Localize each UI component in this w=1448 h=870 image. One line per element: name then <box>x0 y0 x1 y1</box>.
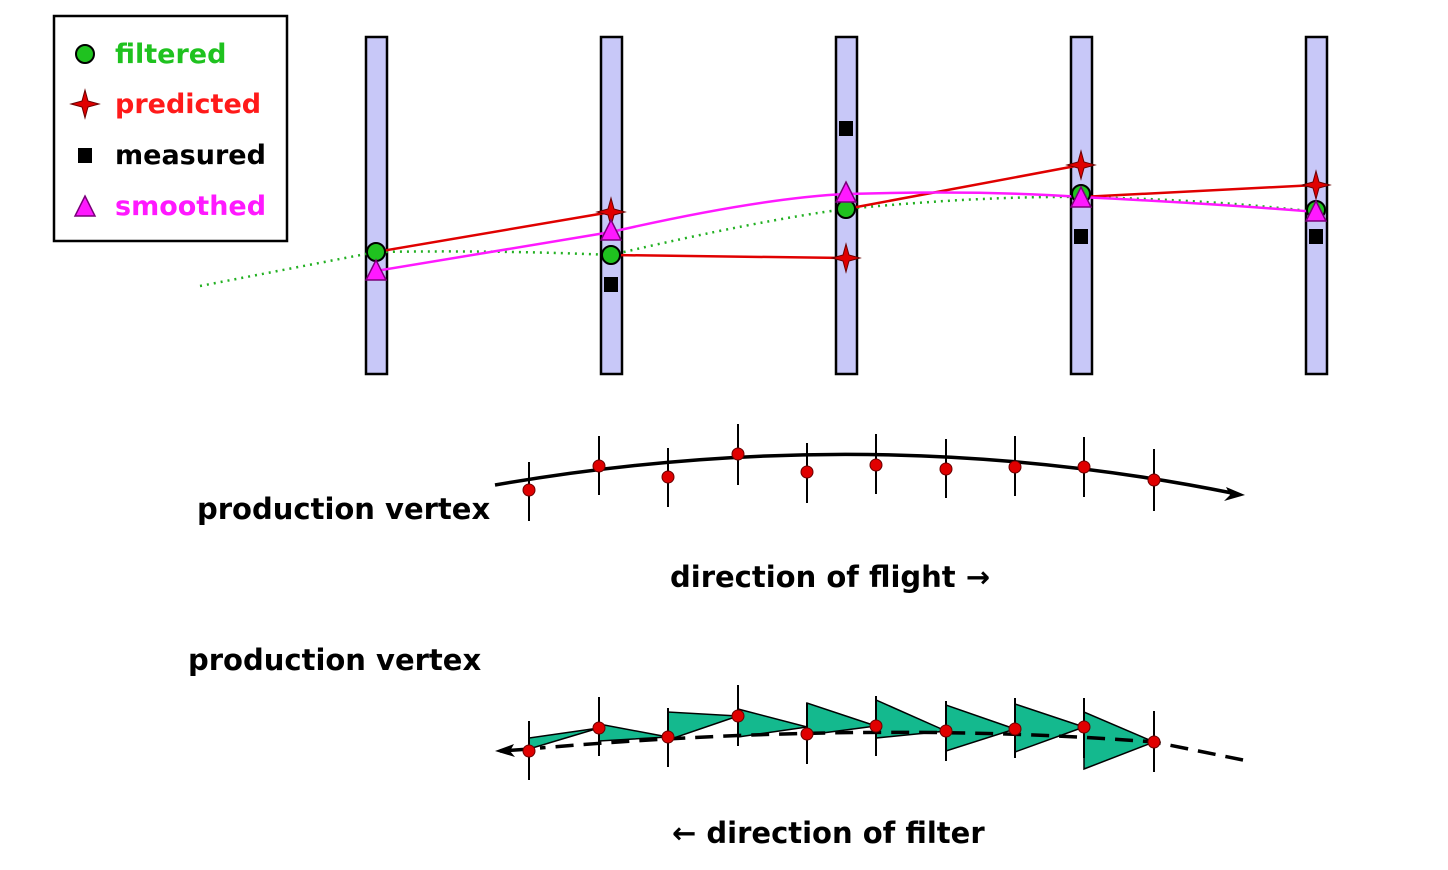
hit-point <box>869 458 883 472</box>
smoothed-legend-icon <box>73 194 97 217</box>
direction-of-filter-label: ← direction of filter <box>672 816 985 850</box>
production-vertex-label-1: production vertex <box>197 492 490 526</box>
measured-points <box>604 121 1323 292</box>
hit-point <box>939 724 953 738</box>
uncertainty-cone <box>945 703 1018 753</box>
flight-hit-ticks <box>528 424 1155 521</box>
hit-point <box>592 721 606 735</box>
hit-point <box>1008 722 1022 736</box>
smoothed-triangle-4 <box>1069 185 1093 208</box>
filter-diagram: production vertex <box>188 643 1244 850</box>
direction-of-flight-label: direction of flight → <box>670 560 990 594</box>
legend: filtered predicted measured smoothed <box>52 14 289 243</box>
detector-plane-1 <box>364 35 389 376</box>
hit-point <box>869 719 883 733</box>
uncertainty-cone <box>1014 702 1087 754</box>
flight-hit-points <box>522 447 1161 497</box>
legend-predicted-label: predicted <box>115 89 261 120</box>
hit-point <box>731 709 745 723</box>
filter-hit-points <box>522 709 1161 758</box>
production-vertex-label-2: production vertex <box>188 643 481 677</box>
hit-point <box>939 462 953 476</box>
hit-point <box>661 730 675 744</box>
predicted-star-4 <box>1065 149 1097 181</box>
prediction-segment-4 <box>1080 183 1317 199</box>
smoothed-track-curve <box>375 191 1317 273</box>
hit-point <box>592 459 606 473</box>
flight-diagram: production vertex direction of flight → <box>197 424 1245 594</box>
measured-point-3 <box>839 121 853 136</box>
hit-point <box>1077 460 1091 474</box>
filtered-legend-icon <box>75 44 95 64</box>
smoothed-triangle-5 <box>1304 199 1328 222</box>
legend-filtered-label: filtered <box>115 39 226 70</box>
measured-legend-icon <box>78 148 92 163</box>
hit-point <box>731 447 745 461</box>
hit-point <box>800 465 814 479</box>
predicted-track-segments <box>375 163 1317 260</box>
smoothed-points <box>364 180 1328 281</box>
uncertainty-cone <box>598 723 669 742</box>
filter-dashed-line <box>539 730 1244 762</box>
flight-arrowhead-icon <box>1224 487 1245 501</box>
measured-point-4 <box>1074 229 1088 244</box>
hit-point <box>1008 460 1022 474</box>
uncertainty-cone <box>806 701 877 736</box>
measured-point-2 <box>604 277 618 292</box>
hit-point <box>1077 720 1091 734</box>
predicted-star-3 <box>830 242 862 274</box>
legend-measured-label: measured <box>115 140 266 171</box>
prediction-segment-3 <box>845 163 1082 211</box>
hit-point <box>1147 735 1161 749</box>
hit-point <box>522 483 536 497</box>
predicted-legend-icon <box>69 88 101 120</box>
prediction-segment-2 <box>610 253 847 260</box>
hit-point <box>800 727 814 741</box>
legend-smoothed-label: smoothed <box>115 191 266 222</box>
smoothed-triangle-2 <box>599 218 623 241</box>
hit-point <box>1147 473 1161 487</box>
smoothed-triangle-3 <box>834 180 858 203</box>
filtered-point-1 <box>366 242 386 262</box>
predicted-star-5 <box>1300 169 1332 201</box>
hit-point <box>661 470 675 484</box>
hit-point <box>522 744 536 758</box>
filtered-point-2 <box>601 245 621 265</box>
measured-point-5 <box>1309 229 1323 244</box>
prediction-segment-1 <box>375 210 612 254</box>
predicted-points <box>595 149 1332 274</box>
smoothed-triangle-1 <box>364 258 388 281</box>
flight-trajectory-arc <box>494 452 1233 495</box>
